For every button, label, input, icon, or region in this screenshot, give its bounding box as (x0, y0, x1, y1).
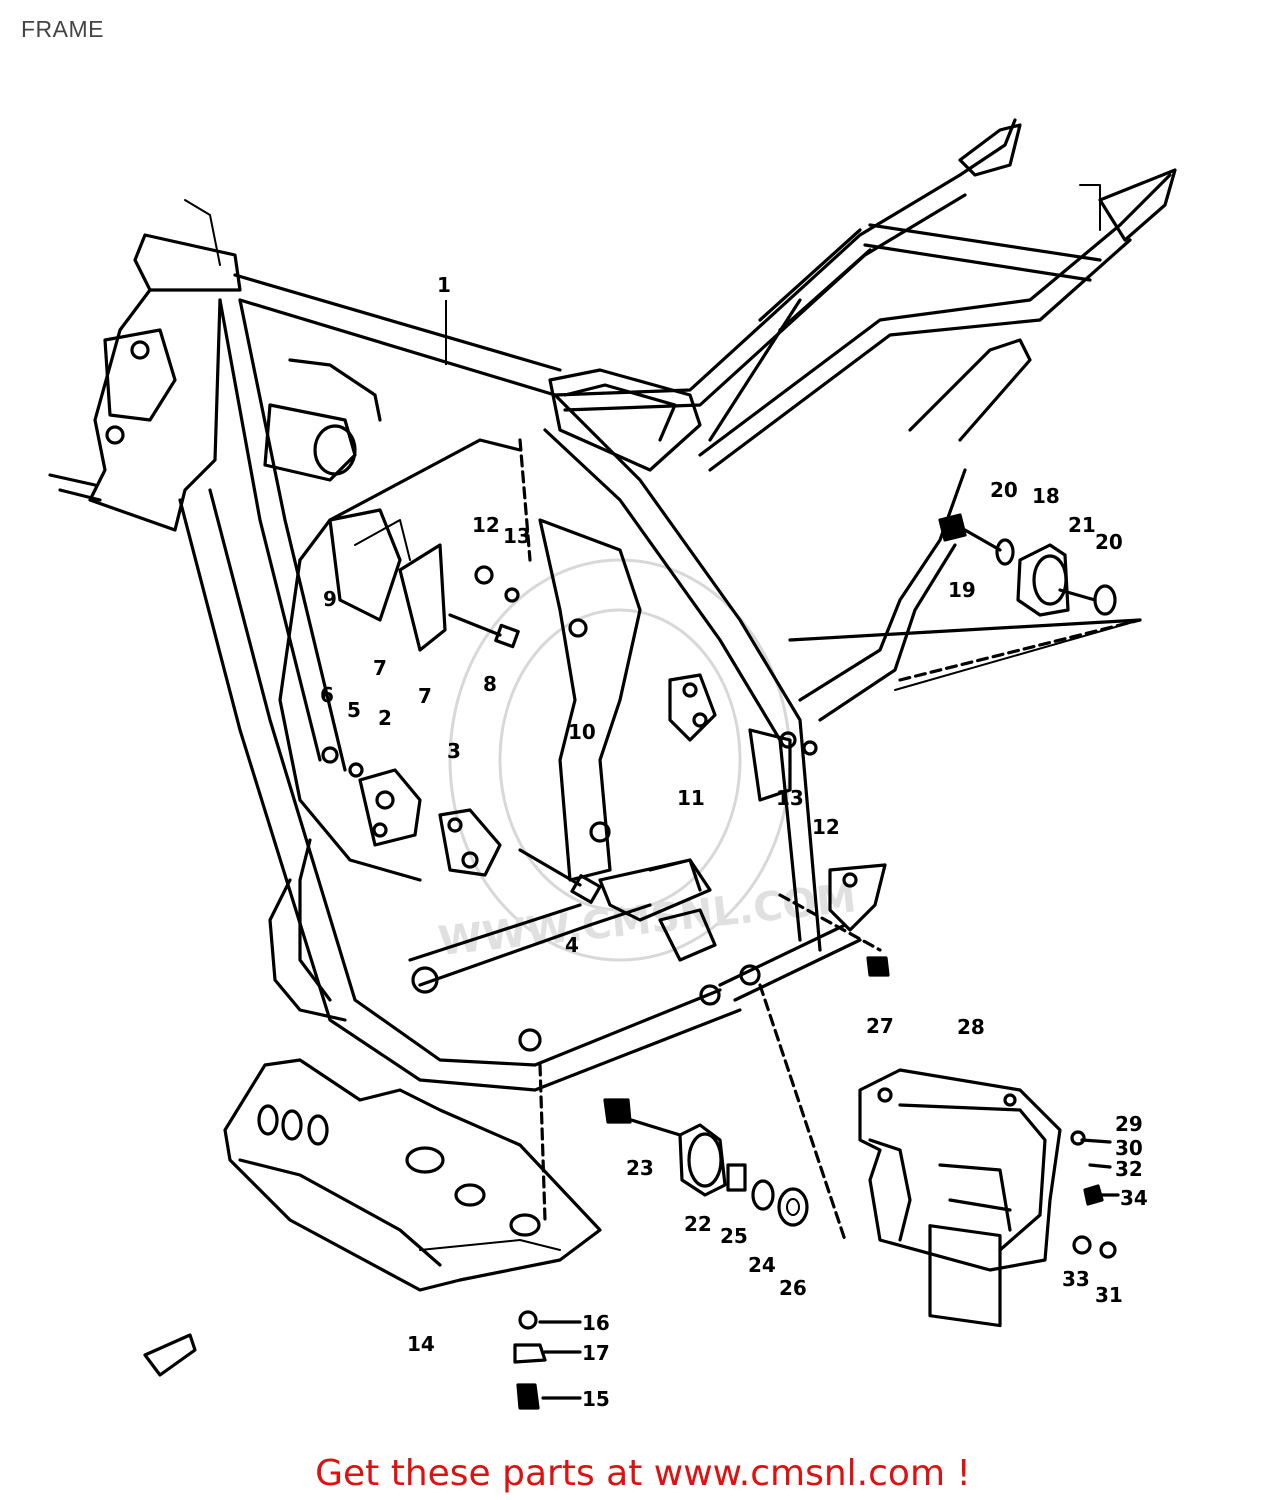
callout-5: 5 (347, 698, 361, 722)
callout-13b: 13 (776, 786, 804, 810)
callout-12a: 12 (472, 513, 500, 537)
frame-assembly (48, 118, 1177, 1410)
callout-28: 28 (957, 1015, 985, 1039)
callout-22: 22 (684, 1212, 712, 1236)
callout-17: 17 (582, 1341, 610, 1365)
callout-7a: 7 (373, 656, 387, 680)
callout-21: 21 (1068, 513, 1096, 537)
callout-7b: 7 (418, 684, 432, 708)
callout-27: 27 (866, 1014, 894, 1038)
callout-20b: 20 (1095, 530, 1123, 554)
callout-9: 9 (323, 587, 337, 611)
callout-31: 31 (1095, 1283, 1123, 1307)
callout-labels: 1 2 3 4 5 6 7 7 8 9 10 11 12 12 13 13 14… (320, 273, 1148, 1411)
callout-24: 24 (748, 1253, 776, 1277)
callout-14: 14 (407, 1332, 435, 1356)
callout-13a: 13 (503, 524, 531, 548)
callout-18: 18 (1032, 484, 1060, 508)
callout-20a: 20 (990, 478, 1018, 502)
callout-25: 25 (720, 1224, 748, 1248)
callout-8: 8 (483, 672, 497, 696)
callout-33: 33 (1062, 1267, 1090, 1291)
callout-2: 2 (378, 706, 392, 730)
callout-29: 29 (1115, 1112, 1143, 1136)
page-title: FRAME (21, 16, 104, 42)
callout-3: 3 (447, 739, 461, 763)
callout-23: 23 (626, 1156, 654, 1180)
callout-4: 4 (565, 933, 579, 957)
callout-16: 16 (582, 1311, 610, 1335)
footer-link[interactable]: Get these parts at www.cmsnl.com ! (315, 1453, 971, 1494)
callout-34: 34 (1120, 1186, 1148, 1210)
callout-26: 26 (779, 1276, 807, 1300)
callout-15: 15 (582, 1387, 610, 1411)
callout-10: 10 (568, 720, 596, 744)
callout-12b: 12 (812, 815, 840, 839)
callout-30: 30 (1115, 1136, 1143, 1160)
callout-11: 11 (677, 786, 705, 810)
callout-6: 6 (320, 683, 334, 707)
callout-1: 1 (437, 273, 451, 297)
callout-19: 19 (948, 578, 976, 602)
callout-32: 32 (1115, 1157, 1143, 1181)
